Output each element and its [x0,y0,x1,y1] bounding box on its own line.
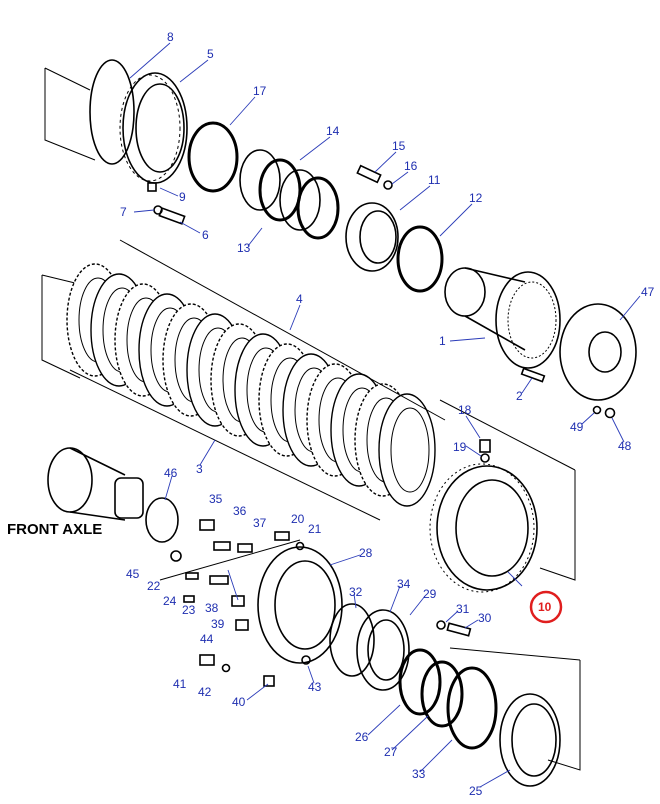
retainer-plate-part-5 [119,72,188,184]
nut-part-48 [604,407,616,419]
axle-shaft [47,447,144,521]
part-label-22: 22 [147,579,161,593]
part-label-35: 35 [209,492,223,506]
part-label-3: 3 [196,462,203,476]
bolt-part-15 [356,164,382,184]
part-labels: 8 5 17 14 15 16 11 12 9 7 6 13 4 1 2 47 … [120,30,655,798]
part-label-49: 49 [570,420,584,434]
plug-part-18 [479,439,491,453]
o-ring-part-19 [480,453,490,463]
part-label-33: 33 [412,767,426,781]
part-label-23: 23 [182,603,196,617]
part-label-20: 20 [291,512,305,526]
part-label-32: 32 [349,585,363,599]
snap-ring-part-8 [89,59,135,165]
cover-part-25 [499,693,561,787]
plug-part-9 [147,182,157,192]
washer-part-31 [436,620,446,630]
carrier-part-47 [559,303,637,401]
part-label-6: 6 [202,228,209,242]
seal-part-32 [329,603,375,677]
o-ring-part-27 [420,660,464,728]
part-label-39: 39 [211,617,225,631]
part-label-14: 14 [326,124,340,138]
bolt-part-6 [158,207,186,225]
clutch-disc-pack-part-3-4 [66,263,436,507]
part-label-19: 19 [453,440,467,454]
part-label-11: 11 [428,173,441,187]
part-label-1: 1 [439,334,446,348]
housing-part-28 [257,546,343,664]
highlight-circle [529,590,563,624]
part-label-46: 46 [164,466,178,480]
bolt-part-30 [446,622,472,637]
part-label-45: 45 [126,567,140,581]
part-label-27: 27 [384,745,398,759]
washer-part-49 [592,405,602,415]
part-label-2: 2 [516,389,523,403]
part-label-41: 41 [173,677,187,691]
part-label-40: 40 [232,695,246,709]
part-label-43: 43 [308,680,322,694]
part-label-9: 9 [179,190,186,204]
part-label-38: 38 [205,601,219,615]
part-label-12: 12 [469,191,483,205]
small-fittings [170,519,311,687]
part-label-25: 25 [469,784,483,798]
front-axle-label: FRONT AXLE [7,521,102,538]
clutch-disc-inner [390,407,430,493]
part-label-42: 42 [198,685,212,699]
clutch-disc-outer [378,393,436,507]
part-label-44: 44 [200,632,214,646]
part-label-34: 34 [397,577,411,591]
part-label-28: 28 [359,546,373,560]
bolt-part-2 [520,367,546,383]
part-label-4: 4 [296,292,303,306]
ring-gear-part-10 [429,463,538,593]
disc-pack-group-lines [69,239,446,521]
part-label-15: 15 [392,139,406,153]
piston-part-11 [345,202,399,272]
part-label-17: 17 [253,84,267,98]
part-label-24: 24 [163,594,177,608]
leader-lines [129,42,641,788]
part-label-10: 10 [538,600,552,614]
part-label-37: 37 [253,516,267,530]
part-label-36: 36 [233,504,247,518]
o-ring-part-33 [446,666,498,750]
frame-lines [41,67,581,771]
part-label-31: 31 [456,602,470,616]
part-label-5: 5 [207,47,214,61]
housing-part-1 [444,267,561,369]
o-ring-part-26 [398,648,442,716]
part-label-26: 26 [355,730,369,744]
piston-part-34 [356,609,410,691]
part-label-7: 7 [120,205,127,219]
washer-part-16 [383,180,393,190]
o-ring-part-46 [145,497,179,543]
part-label-8: 8 [167,30,174,44]
o-ring-part-12 [396,225,444,293]
part-label-21: 21 [308,522,322,536]
part-label-16: 16 [404,159,418,173]
part-label-13: 13 [237,241,251,255]
seal-rings-part-14 [239,149,340,240]
part-label-29: 29 [423,587,437,601]
seal-ring-part-17 [187,121,239,193]
part-label-30: 30 [478,611,492,625]
part-label-48: 48 [618,439,632,453]
part-label-47: 47 [641,285,655,299]
part-label-18: 18 [458,403,472,417]
